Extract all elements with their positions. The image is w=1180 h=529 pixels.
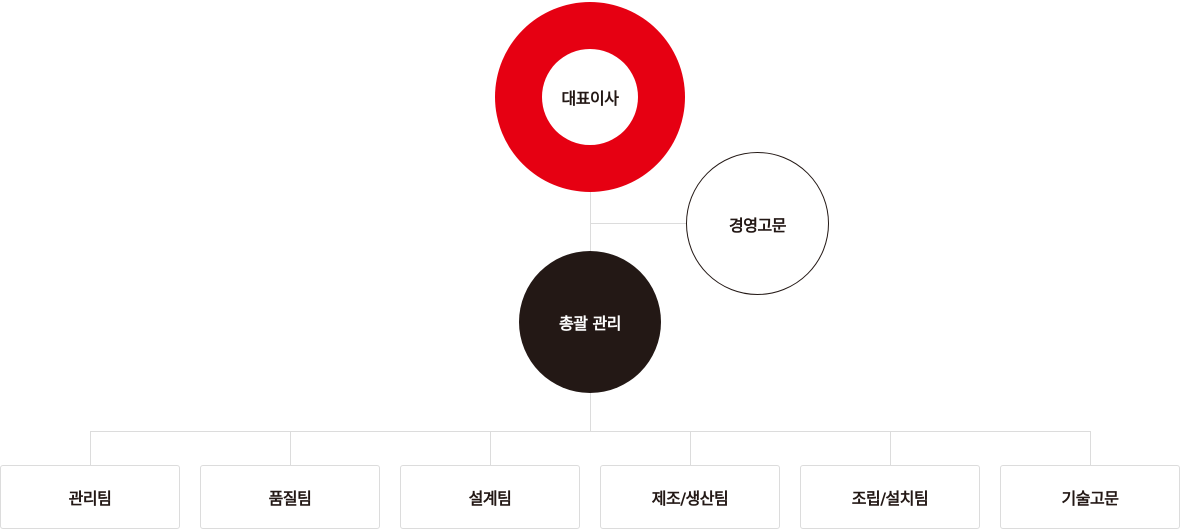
team-box-tech-advisor: 기술고문 bbox=[1000, 465, 1180, 529]
team-box-design: 설계팀 bbox=[400, 465, 580, 529]
team-box-admin: 관리팀 bbox=[0, 465, 180, 529]
connector-gm-to-teams bbox=[590, 393, 591, 431]
team-box-manufacturing: 제조/생산팀 bbox=[600, 465, 780, 529]
connector-ceo-to-gm bbox=[590, 192, 591, 251]
connector-team-drop bbox=[1090, 431, 1091, 465]
connector-team-drop bbox=[290, 431, 291, 465]
ceo-label: 대표이사 bbox=[542, 49, 638, 145]
ceo-node: 대표이사 bbox=[495, 2, 685, 192]
team-label: 조립/설치팀 bbox=[851, 489, 929, 508]
advisor-node: 경영고문 bbox=[686, 152, 829, 295]
general-manager-node: 총괄 관리 bbox=[519, 251, 661, 393]
connector-team-drop bbox=[690, 431, 691, 465]
general-manager-label: 총괄 관리 bbox=[559, 314, 621, 333]
team-box-quality: 품질팀 bbox=[200, 465, 380, 529]
team-label: 설계팀 bbox=[468, 489, 512, 508]
team-box-assembly: 조립/설치팀 bbox=[800, 465, 980, 529]
connector-team-drop bbox=[890, 431, 891, 465]
connector-team-drop bbox=[490, 431, 491, 465]
team-label: 관리팀 bbox=[68, 489, 112, 508]
team-label: 기술고문 bbox=[1061, 489, 1119, 508]
team-label: 품질팀 bbox=[268, 489, 312, 508]
connector-teams-horizontal bbox=[90, 431, 1091, 432]
advisor-label: 경영고문 bbox=[729, 215, 786, 235]
team-label: 제조/생산팀 bbox=[651, 489, 729, 508]
connector-team-drop bbox=[90, 431, 91, 465]
connector-to-advisor bbox=[590, 223, 686, 224]
